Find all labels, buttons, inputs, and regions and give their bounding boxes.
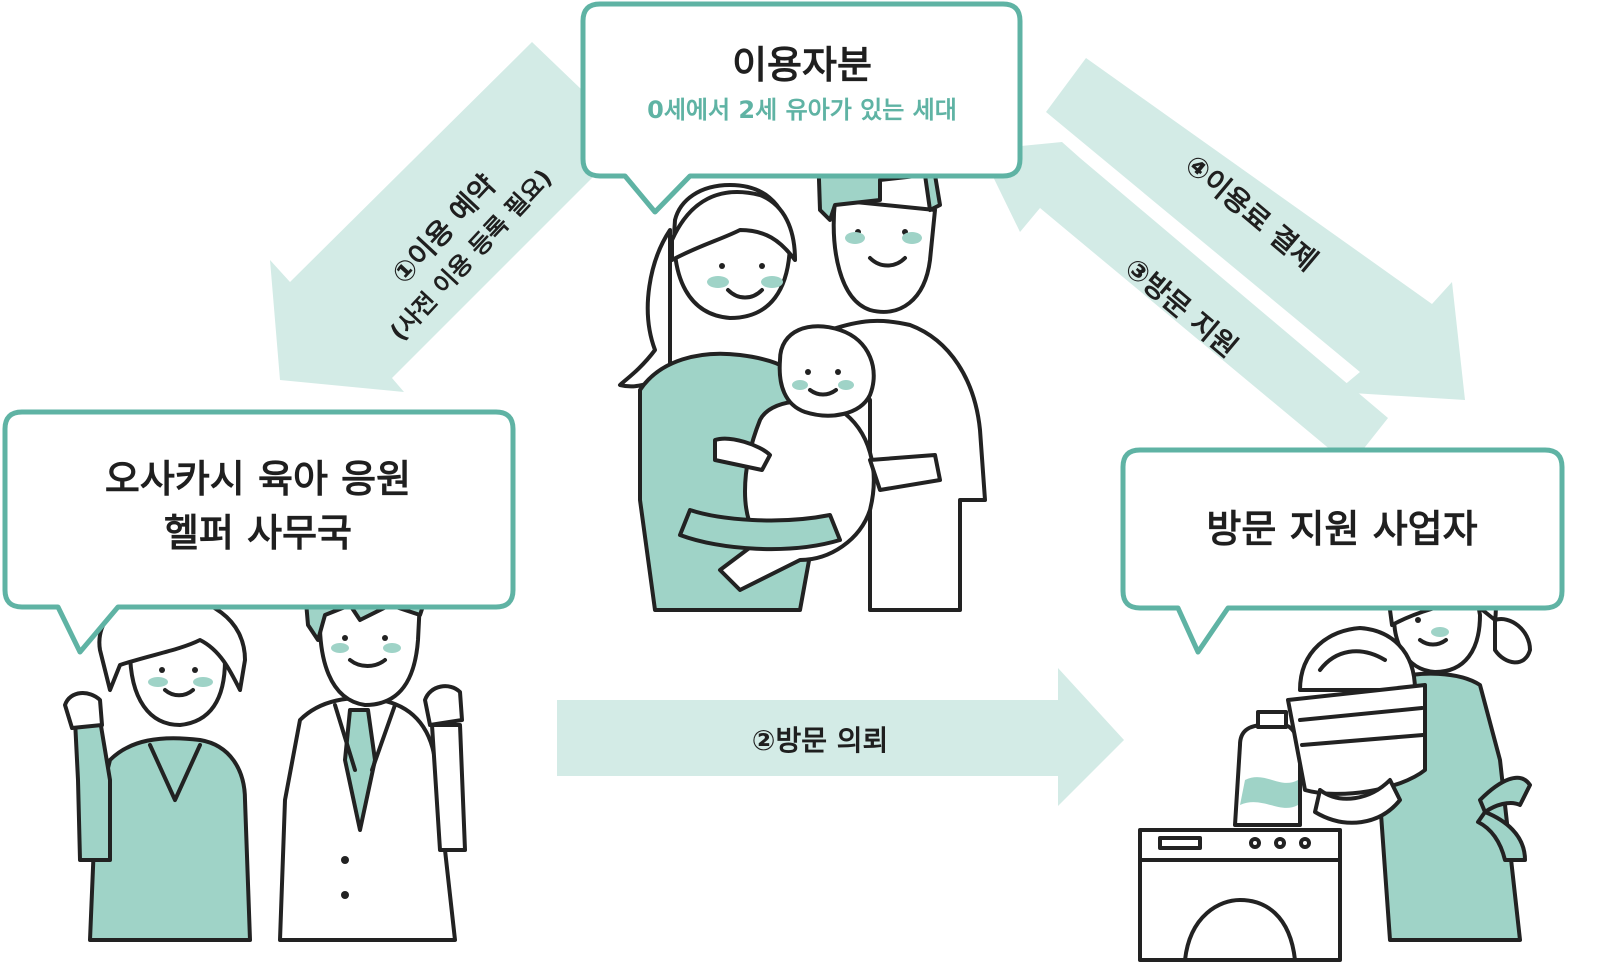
users-bubble: 이용자분 0세에서 2세 유아가 있는 세대 xyxy=(580,1,1023,215)
office-title-line2: 헬퍼 사무국 xyxy=(164,511,352,555)
office-staff-illustration xyxy=(63,570,467,942)
step2-label: ②방문 의뢰 xyxy=(752,724,889,757)
provider-title: 방문 지원 사업자 xyxy=(1206,507,1477,551)
family-illustration xyxy=(618,138,987,612)
arrow-visit-request: ②방문 의뢰 xyxy=(557,668,1124,806)
users-title: 이용자분 xyxy=(732,43,872,87)
provider-bubble: 방문 지원 사업자 xyxy=(1120,447,1565,655)
office-bubble: 오사카시 육아 응원 헬퍼 사무국 xyxy=(2,409,516,655)
users-subtitle: 0세에서 2세 유아가 있는 세대 xyxy=(647,96,957,124)
office-title-line1: 오사카시 육아 응원 xyxy=(105,457,411,501)
arrow-reservation: ①이용 예약 (사전 이용 등록 필요) xyxy=(270,42,632,392)
